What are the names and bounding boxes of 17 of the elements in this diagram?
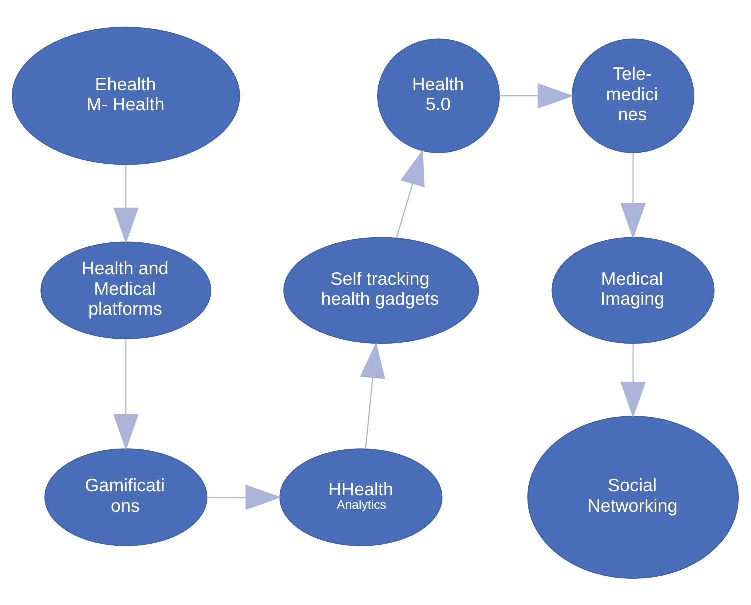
node-circle: Health 5.0	[377, 38, 500, 153]
node-circle: Tele- medici nes	[572, 38, 695, 153]
node-ellipse: Self tracking health gadgets	[284, 236, 480, 344]
node-ellipse: Medical Imaging	[552, 236, 715, 344]
arrow	[114, 338, 139, 450]
arrow	[620, 343, 646, 418]
node-ellipse: Health and Medical platforms	[40, 241, 212, 340]
arrow	[500, 83, 574, 108]
arrow	[620, 152, 646, 239]
arrow	[360, 342, 386, 449]
node-ellipse: HHealth Analytics	[280, 448, 443, 546]
node-ellipse: Social Networking	[528, 416, 739, 579]
arrow	[207, 484, 282, 510]
node-ellipse: Gamificati ons	[44, 448, 208, 546]
node-ellipse: Ehealth M- Health	[12, 26, 240, 165]
arrow	[114, 164, 139, 244]
arrow	[396, 149, 425, 238]
